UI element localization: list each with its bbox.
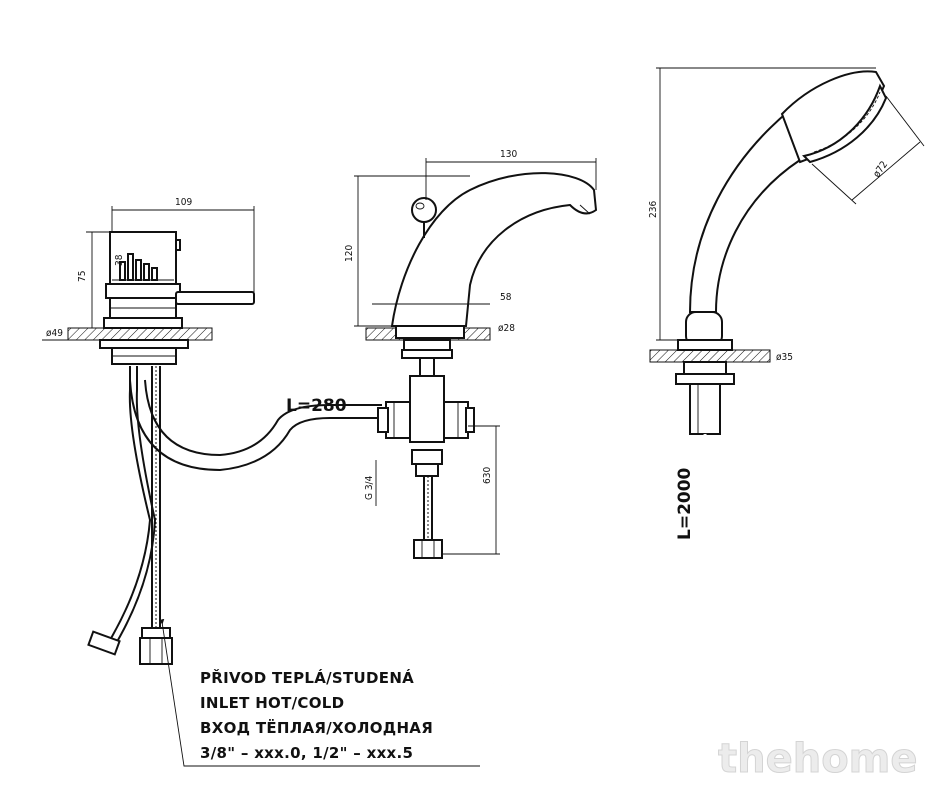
shower-hose: L=2000 — [422, 433, 714, 690]
inlet-note: PŘIVOD TEPLÁ/STUDENÁ INLET HOT/COLD ВХОД… — [200, 668, 433, 762]
mixer-dimensions: 109 75 ø49 38 — [46, 197, 255, 339]
dim-58: 58 — [500, 292, 512, 303]
note-line-3: ВХОД ТЁПЛАЯ/ХОЛОДНАЯ — [200, 718, 433, 737]
inlet-hoses — [87, 366, 480, 767]
dim-109: 109 — [175, 197, 192, 208]
dim-g34: G 3/4 — [364, 475, 375, 500]
dim-630: 630 — [482, 467, 493, 484]
dim-l280: L=280 — [286, 396, 347, 416]
spout — [365, 172, 598, 559]
hand-shower — [649, 70, 888, 435]
spout-dimensions: 130 120 58 ø28 630 G 3/4 — [344, 149, 597, 555]
note-line-4: 3/8" – xxx.0, 1/2" – xxx.5 — [200, 744, 413, 762]
watermark: thehome — [718, 736, 918, 782]
mixer-body — [42, 231, 255, 365]
note-line-1: PŘIVOD TEPLÁ/STUDENÁ — [200, 668, 414, 687]
dim-49: ø49 — [46, 328, 63, 339]
shower-dimensions: 236 ø72 ø35 — [648, 67, 925, 363]
dim-38: 38 — [114, 254, 125, 266]
dim-236: 236 — [648, 201, 659, 218]
dim-130: 130 — [500, 149, 517, 160]
dim-120: 120 — [344, 245, 355, 262]
connecting-hose: L=280 — [129, 379, 382, 472]
dim-72: ø72 — [871, 160, 890, 180]
dim-l2000: L=2000 — [675, 467, 695, 540]
dim-75: 75 — [77, 271, 88, 282]
note-line-2: INLET HOT/COLD — [200, 694, 344, 712]
dim-35: ø35 — [776, 352, 793, 363]
dim-28: ø28 — [498, 323, 515, 334]
